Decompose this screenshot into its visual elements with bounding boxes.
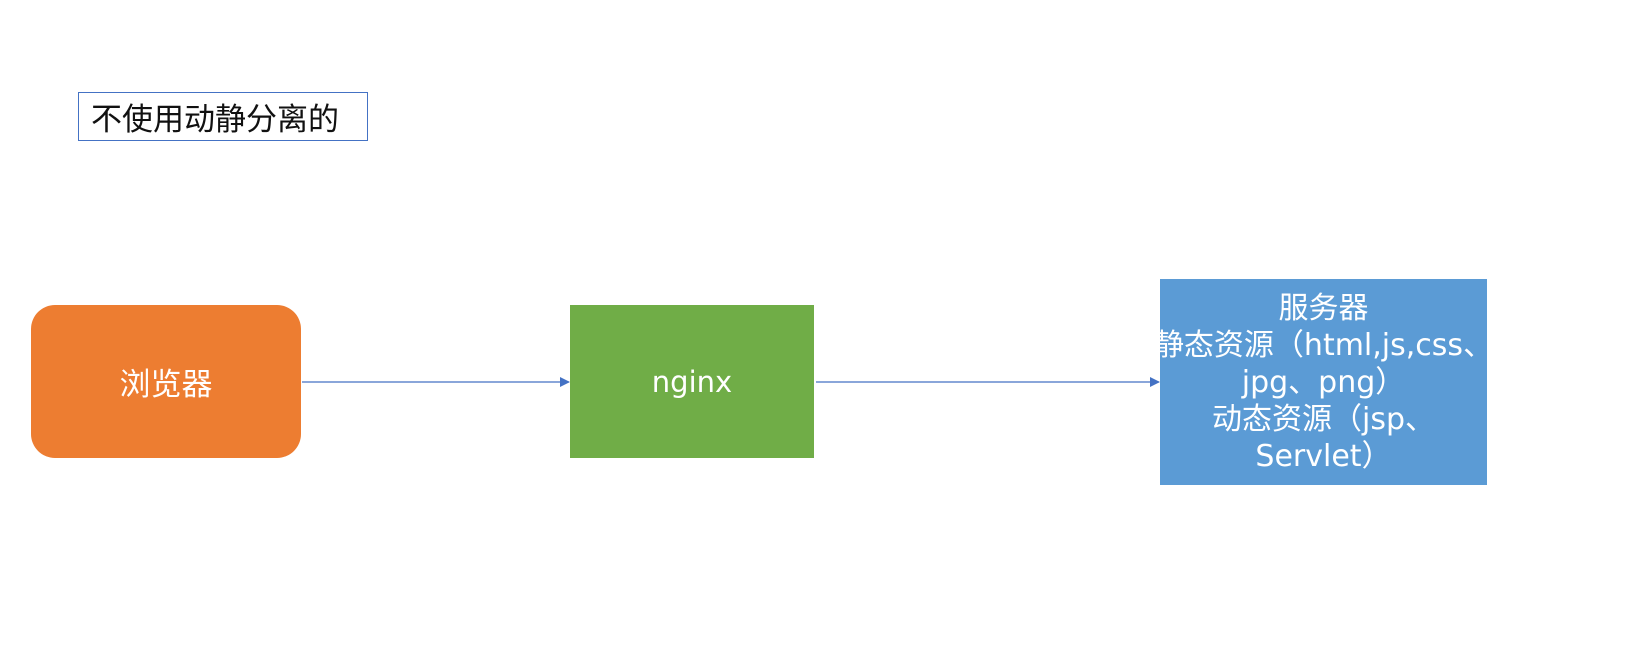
server-static-line-2: jpg、png） — [1241, 364, 1406, 400]
server-node: 服务器 静态资源（html,js,css、 jpg、png） 动态资源（jsp、… — [1154, 279, 1493, 485]
diagram-title: 不使用动静分离的 — [78, 92, 368, 141]
browser-node: 浏览器 — [31, 305, 301, 458]
nginx-node: nginx — [570, 305, 814, 458]
server-static-line-1: 静态资源（html,js,css、 — [1153, 327, 1494, 363]
server-title-line: 服务器 — [1278, 290, 1369, 326]
server-dynamic-line-1: 动态资源（jsp、 — [1211, 401, 1435, 437]
browser-node-label: 浏览器 — [119, 367, 213, 403]
server-dynamic-line-2: Servlet） — [1255, 438, 1392, 474]
nginx-node-label: nginx — [651, 364, 733, 399]
